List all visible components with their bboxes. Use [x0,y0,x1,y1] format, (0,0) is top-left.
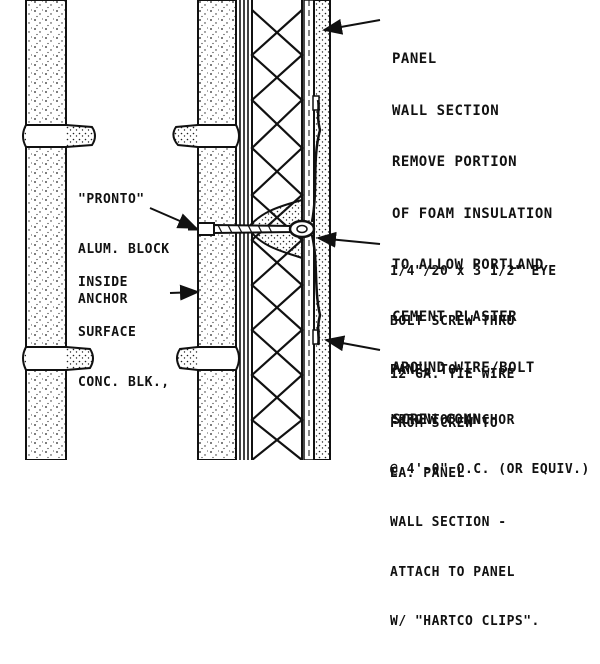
note-line: SCREW CONN. [392,411,491,428]
note-line: OF FOAM INSULATION [392,205,553,222]
note-line: BOLT SCREW THRU [390,313,515,329]
note-line: 12 GA. TIE WIRE [390,367,515,382]
tie-wire-upper [310,99,322,223]
note-line: CEMENT PLASTER [392,308,518,325]
note-line: PANEL [392,51,437,67]
note-line: PANEL TO [390,363,457,379]
leader-bolt [316,231,381,248]
note-line: "PRONTO" ANCHOR [390,412,515,428]
note-inside-surface: INSIDE SURFACE CONC. BLK., [78,246,170,426]
leader-pronto [149,207,198,229]
leader-lines [149,18,381,352]
note-line: CONC. BLK., [78,375,170,390]
note-line: ANCHOR [78,292,128,307]
note-line: REMOVE PORTION [392,154,518,170]
note-line: AROUND WIRE/BOLT [392,360,535,376]
note-line: ATTACH TO PANEL [390,564,515,580]
mortar-joints [22,124,240,371]
block-face-shell-right [197,0,237,460]
note-line: "PRONTO" [78,192,145,207]
wall-section-detail: PANEL WALL SECTION REMOVE PORTION OF FOA… [22,0,590,629]
note-line: WALL SECTION [392,102,500,119]
note-line: INSIDE [78,275,128,290]
note-line: EA. PANEL [390,465,465,481]
note-panel-wall-section: PANEL WALL SECTION REMOVE PORTION OF FOA… [392,20,553,464]
note-pronto-anchor: "PRONTO" ALUM. BLOCK ANCHOR [78,163,170,343]
tie-wire [310,234,322,346]
block-face-shell-left [25,0,67,460]
section-drawing [22,0,381,460]
leader-tie [324,335,381,352]
block-cell-outline [65,0,199,125]
eye-bolt-screw [188,219,316,239]
note-line: 1/4"/20 x 3 1/2" EYE [390,264,557,279]
leader-inside [169,284,200,301]
note-line: TO ALLOW PORTLAND [392,257,544,273]
note-line: W/ "HARTCO CLIPS". [390,613,540,629]
leader-panel [322,18,381,35]
note-line: ALUM. BLOCK [78,242,170,257]
note-line: SURFACE [78,325,137,340]
note-tie-wire: 12 GA. TIE WIRE FROM SCREW TO EA. PANEL … [390,338,540,664]
note-line: WALL SECTION - [390,515,507,531]
note-line: FROM SCREW TO [390,416,499,432]
